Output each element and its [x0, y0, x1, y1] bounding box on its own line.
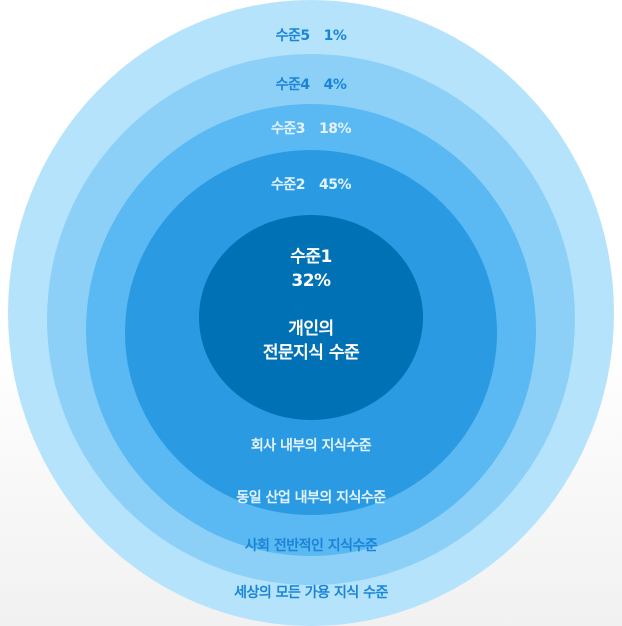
level-5-scope: 세상의 모든 가용 지식 수준 [234, 585, 388, 601]
core-level-name: 수준1 [290, 247, 332, 267]
core-level-percent: 32% [291, 271, 331, 291]
level-4-label: 수준4 4% [0, 74, 622, 94]
level-4-name: 수준4 [275, 77, 311, 93]
level-3-percent: 18% [319, 121, 352, 137]
level-5-label: 수준5 1% [0, 25, 622, 45]
core-desc-line1: 개인의 [288, 319, 334, 339]
level-5-name: 수준5 [275, 28, 311, 44]
level-3-scope: 동일 산업 내부의 지식수준 [236, 490, 386, 506]
level-2-name: 수준2 [270, 177, 306, 193]
level-2-scope: 회사 내부의 지식수준 [250, 438, 372, 454]
level-3-label: 수준3 18% [0, 118, 622, 138]
level-5-percent: 1% [323, 28, 347, 44]
core-desc-line2: 전문지식 수준 [262, 343, 360, 363]
level-2-percent: 45% [319, 177, 352, 193]
ring-level-1-core [199, 215, 423, 420]
level-3-name: 수준3 [270, 121, 306, 137]
level-2-label: 수준2 45% [0, 174, 622, 194]
level-4-scope: 사회 전반적인 지식수준 [244, 538, 378, 554]
level-4-percent: 4% [323, 77, 347, 93]
